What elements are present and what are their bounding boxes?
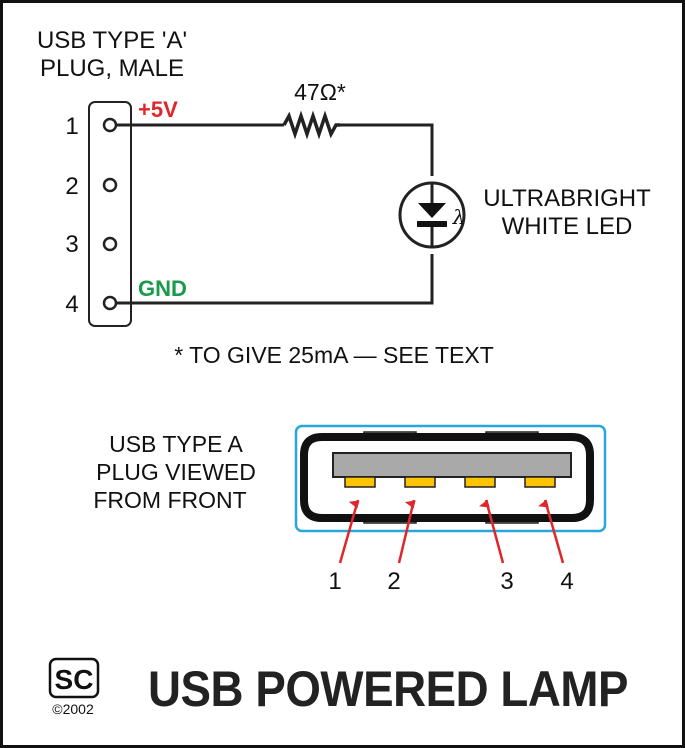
front-view-label-line2: PLUG VIEWED xyxy=(96,459,256,485)
pin-3-arrow xyxy=(479,499,505,564)
usb-plug-body xyxy=(88,101,132,327)
pin-3-number: 3 xyxy=(65,231,78,258)
diagram-title: USB POWERED LAMP xyxy=(148,661,628,717)
front-pin-2-number: 2 xyxy=(387,568,400,595)
wire-resistor-to-led xyxy=(340,123,434,176)
contact-tongue xyxy=(332,452,572,478)
sc-logo-text: SC xyxy=(55,664,94,695)
led-label-line2: WHITE LED xyxy=(502,213,633,240)
front-pin-1-number: 1 xyxy=(328,568,341,595)
contact-pin-4 xyxy=(524,476,556,488)
resistor-note: * TO GIVE 25mA — SEE TEXT xyxy=(174,342,494,368)
pin-4-terminal xyxy=(102,295,118,311)
pin-2-number: 2 xyxy=(65,173,78,200)
front-view-label-line3: FROM FRONT xyxy=(93,487,246,513)
contact-pin-2 xyxy=(404,476,436,488)
front-view-label-line1: USB TYPE A xyxy=(109,431,243,457)
pin-1-number: 1 xyxy=(65,113,78,140)
plus-5v-label: +5V xyxy=(138,97,178,122)
pin-3-terminal xyxy=(102,236,118,252)
plug-title-line2: PLUG, MALE xyxy=(40,55,184,82)
led-symbol xyxy=(398,181,466,249)
resistor-label: 47Ω* xyxy=(294,79,346,105)
plug-title-line1: USB TYPE 'A' xyxy=(37,27,187,54)
pin-1-terminal xyxy=(102,117,118,133)
front-pin-4-number: 4 xyxy=(560,568,573,595)
sc-logo: SC xyxy=(48,657,100,699)
pin-2-arrow xyxy=(397,499,416,564)
resistor-symbol xyxy=(282,110,340,140)
copyright: ©2002 xyxy=(52,701,94,717)
contact-pin-3 xyxy=(464,476,496,488)
pin-1-arrow xyxy=(338,499,360,564)
pin-4-arrow xyxy=(538,499,565,564)
contact-pin-1 xyxy=(344,476,376,488)
front-pin-3-number: 3 xyxy=(500,568,513,595)
gnd-label: GND xyxy=(138,276,187,301)
pin-4-number: 4 xyxy=(65,291,78,318)
wire-led-to-gnd xyxy=(116,254,434,305)
led-lambda-symbol: λ xyxy=(452,205,466,229)
pin-2-terminal xyxy=(102,177,118,193)
led-label-line1: ULTRABRIGHT xyxy=(483,185,651,212)
usb-connector-front-view xyxy=(294,424,607,533)
